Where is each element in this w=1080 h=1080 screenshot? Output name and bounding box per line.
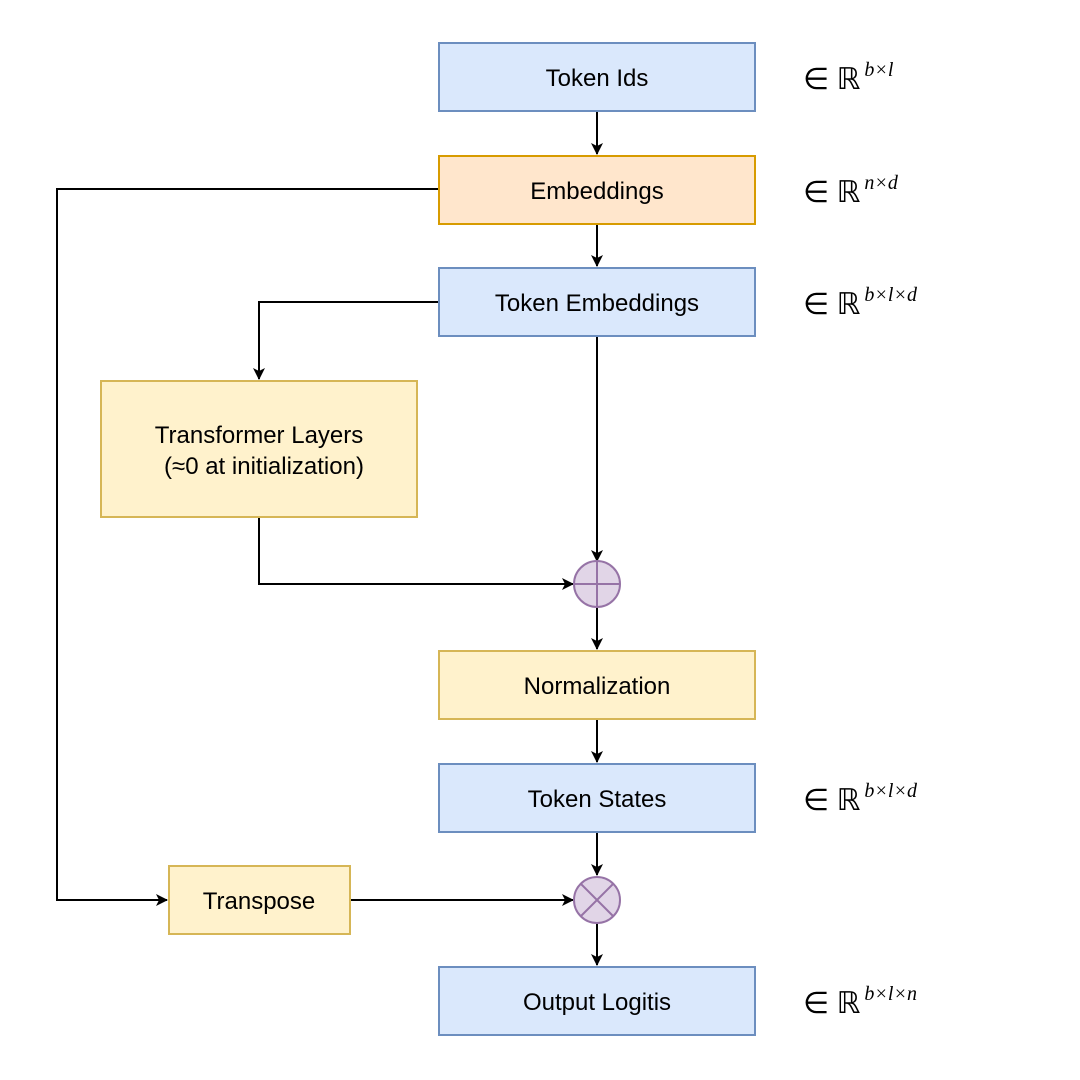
real-space-symbol: ∈ ℝ (803, 63, 861, 96)
node-output-logits: Output Logitis (438, 966, 756, 1036)
edge-embeddings-to-transpose (56, 188, 439, 906)
transformer-layers-note: (≈0 at initialization) (164, 453, 364, 480)
node-token-ids: Token Ids (438, 42, 756, 112)
node-normalization: Normalization (438, 650, 756, 720)
shape-token-ids: ∈ ℝ b×l (803, 59, 894, 96)
shape-token-ids-dims: b×l (864, 59, 893, 81)
normalization-label: Normalization (524, 673, 671, 700)
embeddings-label: Embeddings (530, 178, 663, 205)
edge-transformer-to-add (258, 517, 574, 590)
real-space-symbol: ∈ ℝ (803, 987, 861, 1020)
add-operator (573, 560, 621, 608)
shape-token-embeddings-dims: b×l×d (864, 284, 918, 306)
output-logits-label: Output Logitis (523, 989, 671, 1016)
real-space-symbol: ∈ ℝ (803, 288, 861, 321)
shape-token-states-dims: b×l×d (864, 780, 918, 802)
real-space-symbol: ∈ ℝ (803, 176, 861, 209)
node-token-embeddings: Token Embeddings (438, 267, 756, 337)
token-states-label: Token States (528, 786, 667, 813)
edge-token-embeddings-to-transformer (253, 301, 439, 380)
shape-output-logits: ∈ ℝ b×l×n (803, 983, 917, 1020)
real-space-symbol: ∈ ℝ (803, 784, 861, 817)
node-token-states: Token States (438, 763, 756, 833)
transpose-label: Transpose (203, 888, 316, 915)
shape-token-embeddings: ∈ ℝ b×l×d (803, 284, 918, 321)
token-ids-label: Token Ids (546, 65, 649, 92)
shape-embeddings-dims: n×d (864, 172, 898, 194)
node-transpose: Transpose (168, 865, 351, 935)
node-transformer-layers: Transformer Layers (≈0 at initialization… (100, 380, 418, 518)
shape-embeddings: ∈ ℝ n×d (803, 172, 899, 209)
transformer-layers-label: Transformer Layers (155, 422, 364, 449)
token-embeddings-label: Token Embeddings (495, 290, 699, 317)
shape-output-logits-dims: b×l×n (864, 983, 917, 1005)
multiply-operator (573, 876, 621, 924)
shape-token-states: ∈ ℝ b×l×d (803, 780, 918, 817)
node-embeddings: Embeddings (438, 155, 756, 225)
edges (56, 111, 603, 966)
